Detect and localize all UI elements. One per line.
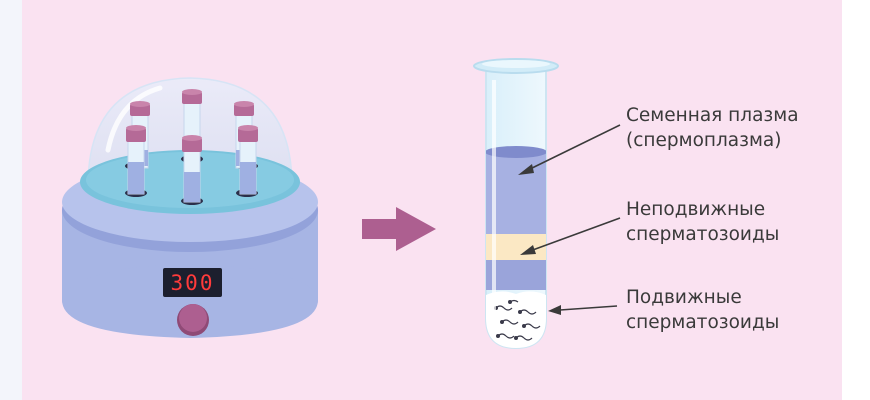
temperature-display: 300: [163, 268, 222, 297]
callout-lines: [518, 124, 621, 315]
arrow-right-icon: [362, 207, 436, 251]
sample-tube: [238, 125, 258, 195]
right-margin-strip: [842, 0, 870, 400]
display-value: 300: [171, 271, 215, 295]
label-immotile-sperm-line1: Неподвижные: [626, 199, 766, 220]
sample-heater-icon: 300: [62, 77, 318, 338]
sperm-sediment: [486, 291, 546, 348]
label-seminal-plasma-line2: (спермоплазма): [626, 130, 782, 151]
control-knob: [177, 304, 209, 336]
label-seminal-plasma: Семенная плазма (спермоплазма): [626, 104, 799, 152]
label-motile-sperm-line2: сперматозоиды: [626, 312, 780, 333]
sample-tube: [182, 135, 202, 203]
label-motile-sperm-line1: Подвижные: [626, 287, 742, 308]
label-seminal-plasma-line1: Семенная плазма: [626, 105, 799, 126]
centrifuge-tube-icon: [473, 58, 559, 350]
callout-motile: [548, 305, 618, 315]
label-immotile-sperm: Неподвижные сперматозоиды: [626, 198, 779, 246]
sample-tubes: [126, 89, 258, 203]
callout-plasma: [518, 124, 621, 175]
label-immotile-sperm-line2: сперматозоиды: [626, 224, 780, 245]
sample-tube: [126, 125, 146, 195]
left-margin-strip: [0, 0, 22, 400]
label-motile-sperm: Подвижные сперматозоиды: [626, 286, 779, 334]
callout-immotile: [520, 217, 621, 255]
